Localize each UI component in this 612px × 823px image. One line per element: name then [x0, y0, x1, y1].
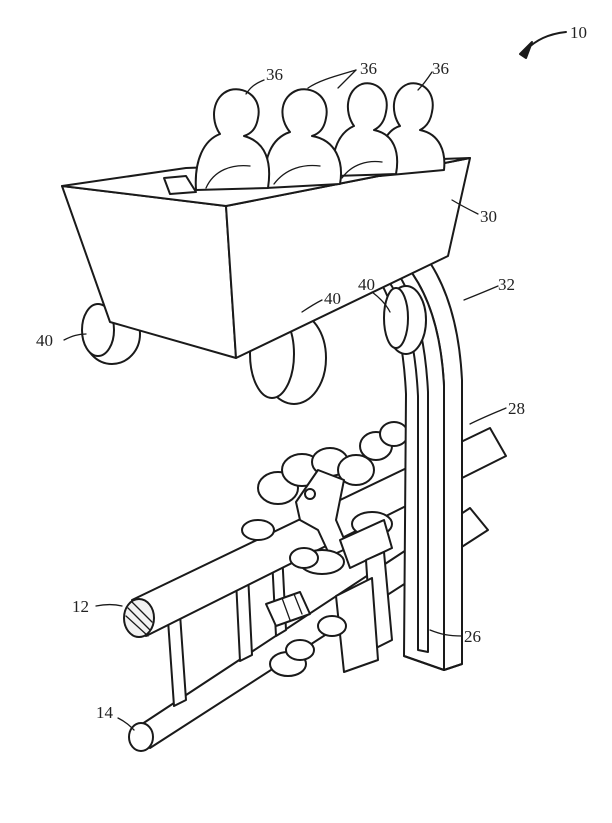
rail-crossties [167, 551, 287, 707]
bogie-linkage [241, 421, 409, 677]
ref-label-40a: 40 [324, 289, 341, 308]
ref-label-28: 28 [508, 399, 525, 418]
ref-label-30: 30 [480, 207, 497, 226]
ref-label-40c: 40 [36, 331, 53, 350]
ref-label-32: 32 [498, 275, 515, 294]
lower-rail-14 [128, 507, 489, 752]
ref-label-14: 14 [96, 703, 114, 722]
ref-label-40b: 40 [358, 275, 375, 294]
passengers-36 [163, 82, 446, 195]
ref-label-36c: 36 [432, 59, 449, 78]
ref-label-10: 10 [570, 23, 587, 42]
ref-label-26: 26 [464, 627, 481, 646]
ref-label-36a: 36 [266, 65, 283, 84]
reference-numerals: 10 36 36 36 30 32 40 40 40 28 12 26 14 [36, 23, 587, 722]
ref-label-12: 12 [72, 597, 89, 616]
leader-lines [63, 31, 567, 731]
ref-label-36b: 36 [360, 59, 377, 78]
